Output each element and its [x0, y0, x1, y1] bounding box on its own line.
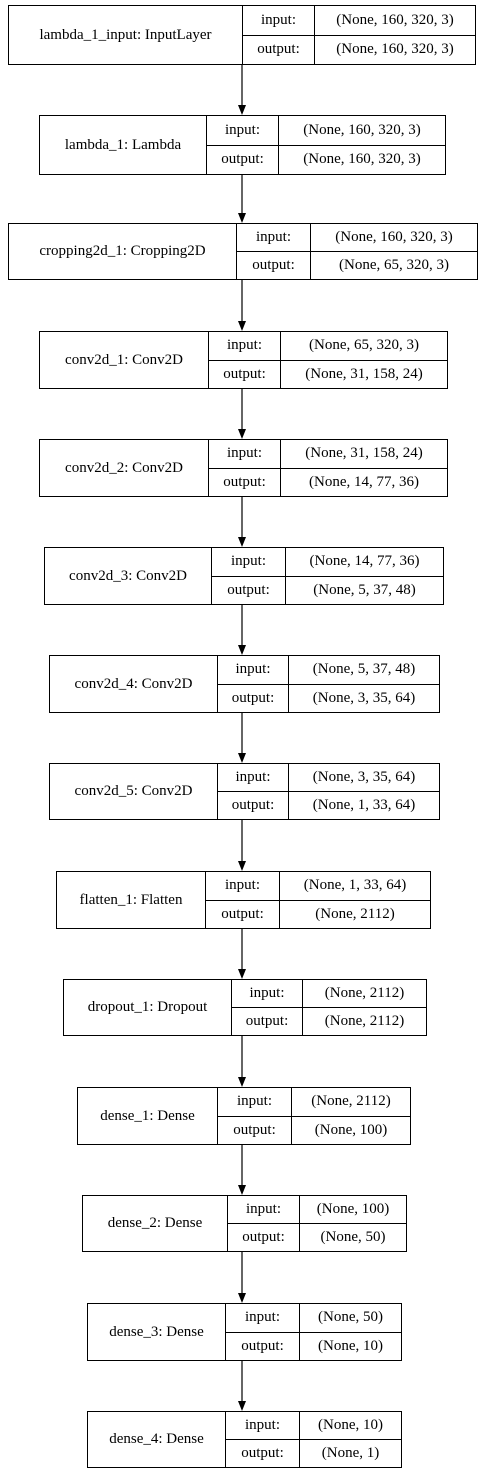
output-shape: (None, 1) [300, 1439, 401, 1467]
arrow-head-icon [238, 213, 246, 223]
input-shape: (None, 10) [318, 1417, 383, 1433]
output-label: output: [218, 683, 288, 713]
output-shape: (None, 65, 320, 3) [311, 251, 477, 279]
arrow-head-icon [238, 537, 246, 547]
output-label: output: [226, 1439, 299, 1467]
layer-node: dense_3: Dense input: output: (None, 50) (No… [87, 1303, 402, 1361]
arrow-head-icon [238, 645, 246, 655]
output-label: output: [212, 575, 285, 605]
arrow-head-icon [238, 753, 246, 763]
layer-name: dense_3: Dense [88, 1304, 226, 1360]
output-shape: (None, 5, 37, 48) [286, 575, 443, 605]
input-label: input: [230, 553, 266, 570]
layer-node: flatten_1: Flatten input: output: (None, 1,… [56, 871, 431, 929]
arrow-head-icon [238, 1077, 246, 1087]
output-label: output: [209, 359, 280, 389]
output-label: output: [237, 251, 310, 279]
layer-name: conv2d_1: Conv2D [40, 332, 209, 388]
arrow-head-icon [238, 1293, 246, 1303]
layer-name: dense_1: Dense [78, 1088, 218, 1144]
input-shape: (None, 50) [318, 1309, 383, 1326]
input-label: input: [224, 121, 260, 138]
input-shape: (None, 2112) [324, 985, 405, 1001]
layer-node: conv2d_2: Conv2D input: output: (None, 31, … [39, 439, 448, 497]
output-label: output: [243, 34, 314, 65]
output-shape: (None, 50) [300, 1223, 406, 1251]
layer-name: flatten_1: Flatten [57, 872, 206, 928]
arrow-head-icon [238, 1185, 246, 1195]
layer-name: conv2d_2: Conv2D [40, 440, 209, 496]
input-label: input: [255, 229, 291, 245]
input-shape: (None, 65, 320, 3) [309, 337, 419, 354]
input-label: input: [260, 11, 296, 28]
input-shape: (None, 31, 158, 24) [305, 445, 423, 462]
output-shape: (None, 10) [300, 1331, 401, 1361]
arrow-head-icon [238, 969, 246, 979]
arrow-head-icon [238, 1401, 246, 1411]
input-shape: (None, 160, 320, 3) [336, 11, 454, 28]
output-shape: (None, 160, 320, 3) [315, 34, 475, 65]
output-label: output: [226, 1331, 299, 1361]
output-label: output: [207, 144, 278, 175]
input-shape: (None, 3, 35, 64) [312, 769, 416, 785]
input-label: input: [236, 1093, 272, 1110]
input-label: input: [235, 661, 271, 678]
output-shape: (None, 3, 35, 64) [289, 683, 439, 713]
arrow-head-icon [238, 105, 246, 115]
arrow-head-icon [238, 429, 246, 439]
layer-node: conv2d_3: Conv2D input: output: (None, 14, … [44, 547, 444, 605]
layer-name: cropping2d_1: Cropping2D [9, 224, 237, 279]
input-shape: (None, 100) [316, 1201, 390, 1217]
input-shape: (None, 160, 320, 3) [335, 229, 453, 245]
input-label: input: [244, 1309, 280, 1326]
input-shape: (None, 2112) [311, 1093, 391, 1110]
input-label: input: [224, 877, 260, 894]
input-label: input: [235, 769, 271, 785]
output-shape: (None, 14, 77, 36) [281, 467, 447, 497]
layer-node: conv2d_1: Conv2D input: output: (None, 65, … [39, 331, 448, 389]
input-label: input: [245, 1201, 281, 1217]
input-label: input: [249, 985, 285, 1001]
output-label: output: [209, 467, 280, 497]
input-shape: (None, 5, 37, 48) [312, 661, 416, 678]
output-label: output: [228, 1223, 299, 1251]
output-label: output: [232, 1007, 302, 1035]
layer-node: dense_1: Dense input: output: (None, 2112) (… [77, 1087, 411, 1145]
layer-node: conv2d_4: Conv2D input: output: (None, 5, 3… [49, 655, 440, 713]
input-label: input: [244, 1417, 280, 1433]
layer-name: conv2d_4: Conv2D [50, 656, 218, 712]
input-label: input: [226, 445, 262, 462]
layer-name: dense_2: Dense [83, 1196, 228, 1251]
layer-name: conv2d_3: Conv2D [45, 548, 212, 604]
output-shape: (None, 160, 320, 3) [279, 144, 445, 175]
output-label: output: [206, 899, 279, 929]
input-label: input: [226, 337, 262, 354]
arrow-head-icon [238, 321, 246, 331]
layer-name: dropout_1: Dropout [64, 980, 232, 1035]
output-shape: (None, 2112) [303, 1007, 426, 1035]
layer-name: dense_4: Dense [88, 1412, 226, 1467]
output-shape: (None, 1, 33, 64) [289, 791, 439, 819]
layer-name: lambda_1: Lambda [40, 116, 207, 174]
input-shape: (None, 160, 320, 3) [303, 121, 421, 138]
input-shape: (None, 1, 33, 64) [303, 877, 407, 894]
output-shape: (None, 2112) [280, 899, 430, 929]
output-shape: (None, 31, 158, 24) [281, 359, 447, 389]
layer-node: dense_2: Dense input: output: (None, 100) (N… [82, 1195, 407, 1252]
output-shape: (None, 100) [292, 1115, 410, 1145]
output-label: output: [218, 791, 288, 819]
arrow-head-icon [238, 861, 246, 871]
layer-name: lambda_1_input: InputLayer [9, 6, 243, 64]
input-shape: (None, 14, 77, 36) [309, 553, 420, 570]
layer-node: conv2d_5: Conv2D input: output: (None, 3, 3… [49, 763, 440, 820]
output-label: output: [218, 1115, 291, 1145]
layer-name: conv2d_5: Conv2D [50, 764, 218, 819]
layer-node: dense_4: Dense input: output: (None, 10) (No… [87, 1411, 402, 1468]
